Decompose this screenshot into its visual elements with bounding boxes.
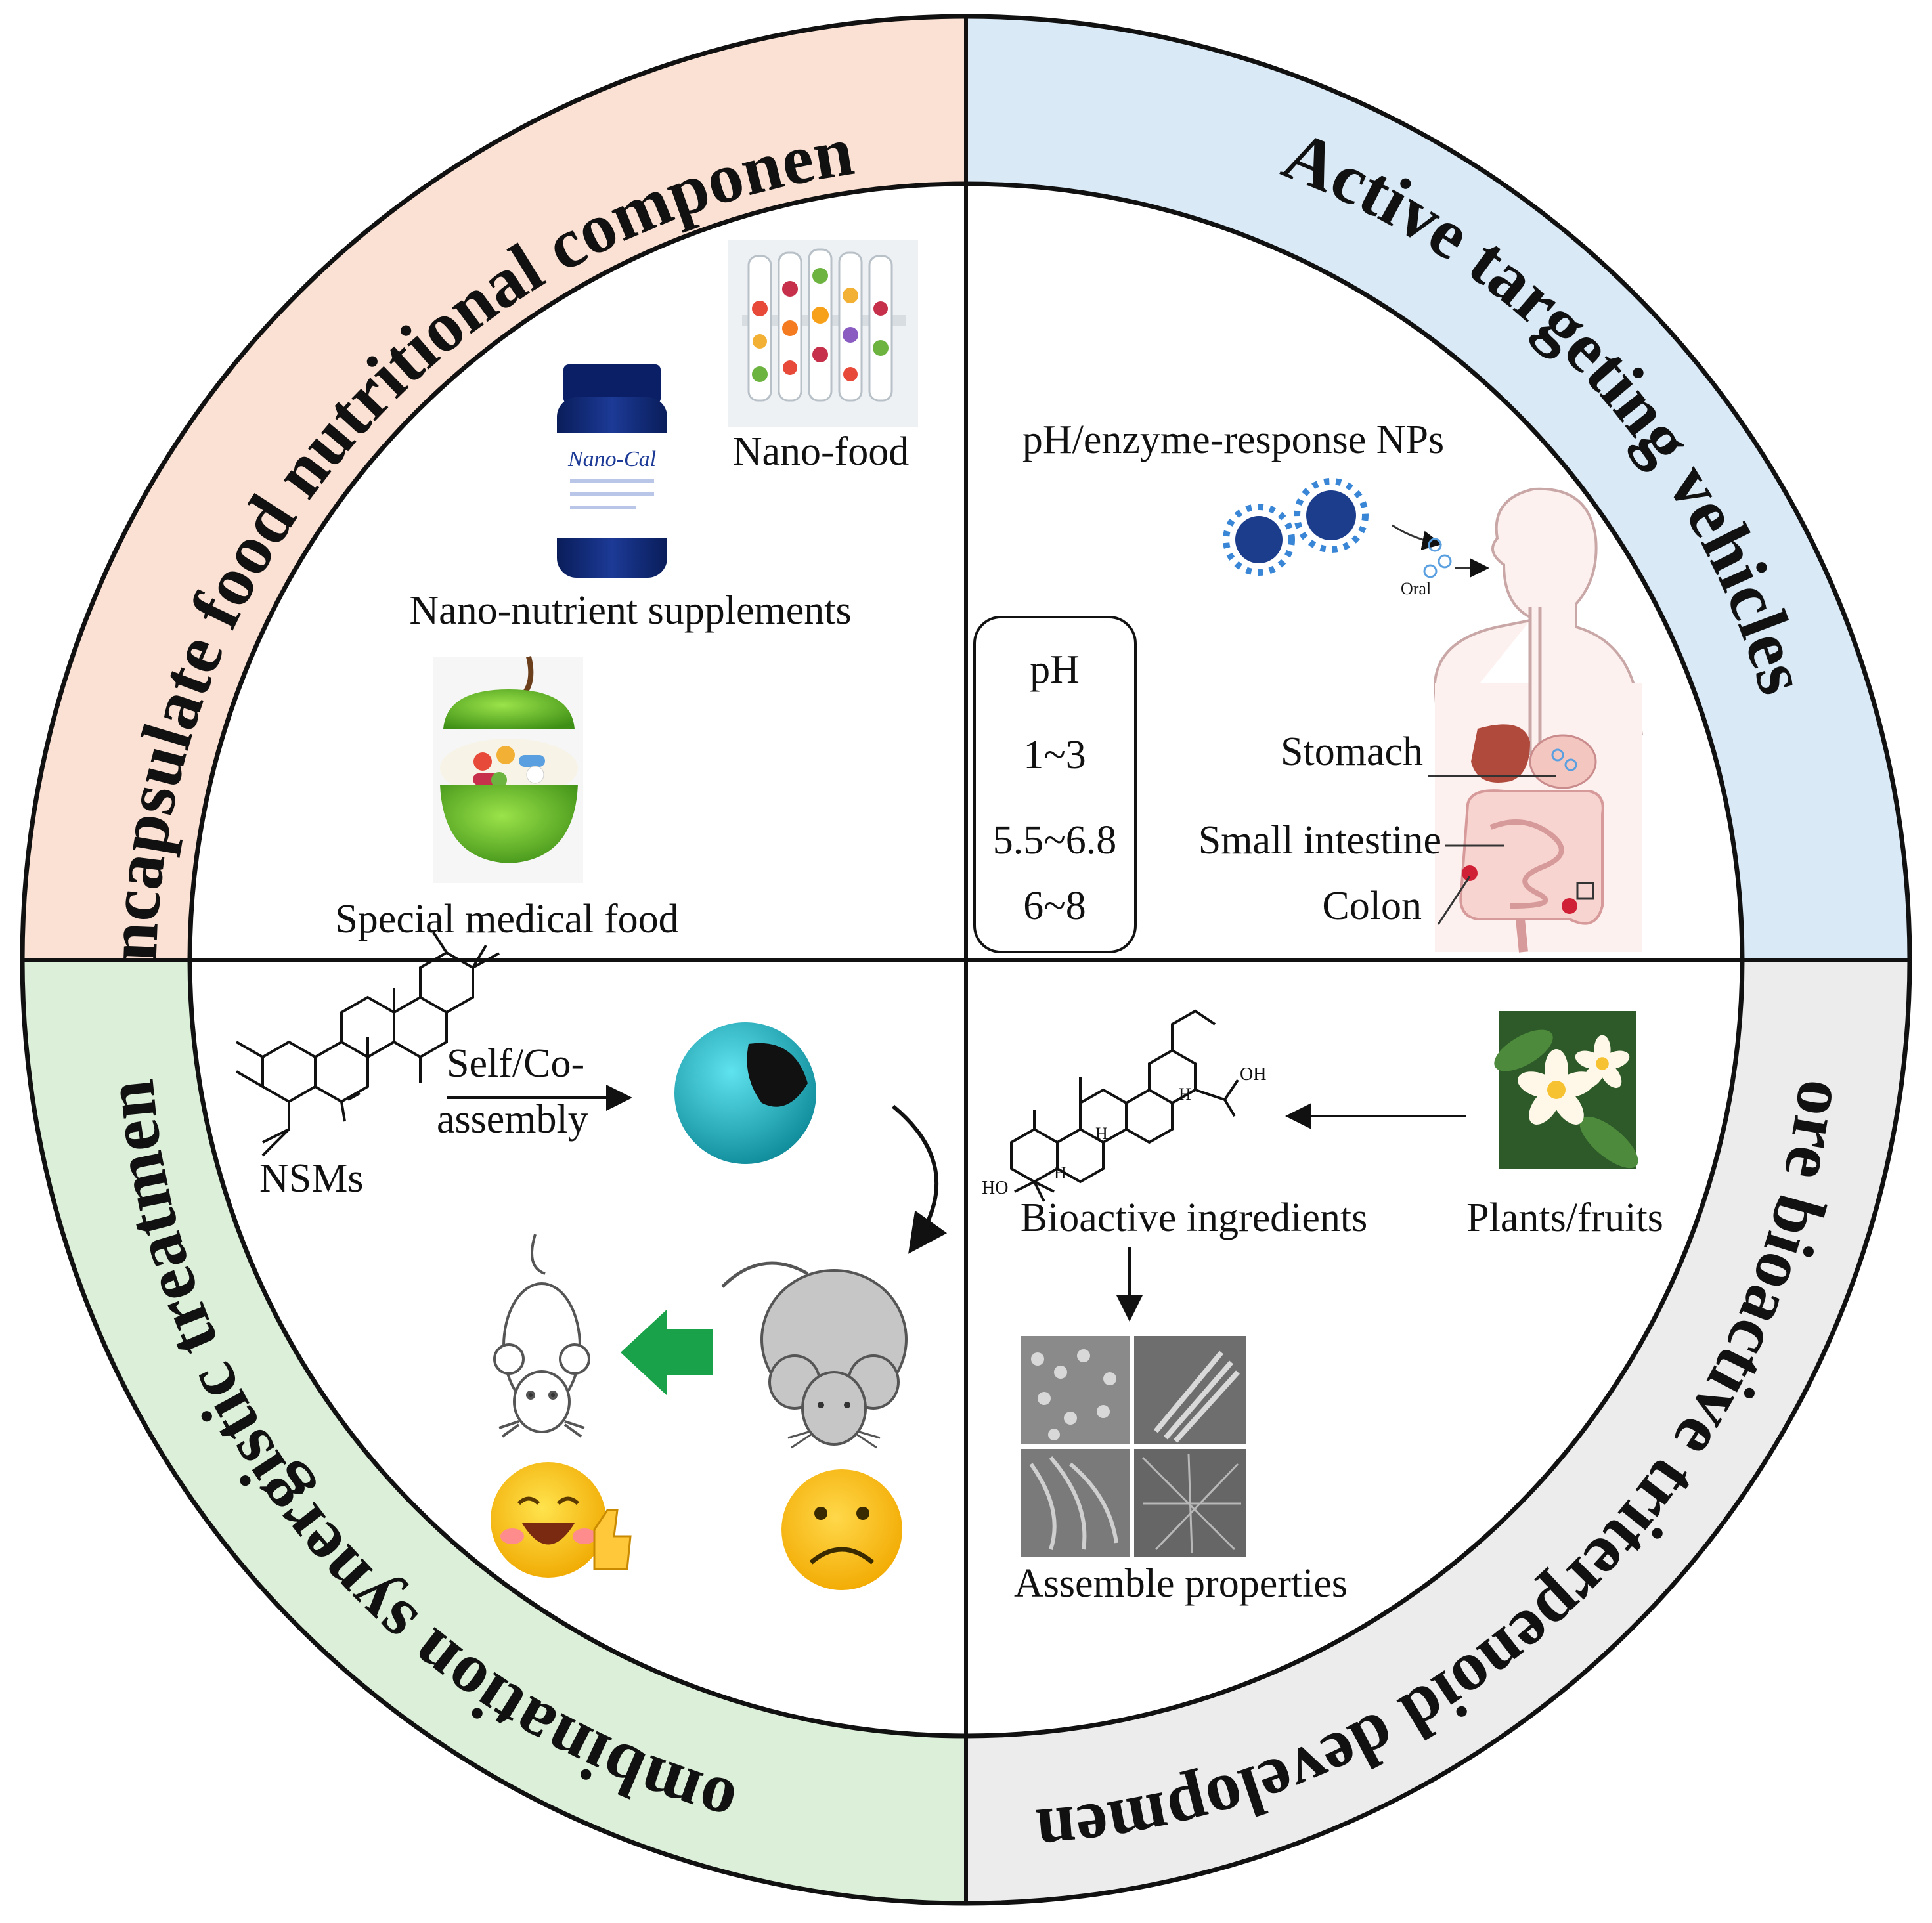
label-h-3: H [1054,1163,1066,1182]
nanoparticle-icon-2 [1294,478,1369,553]
special-medical-food-photo [433,656,583,883]
label-ho: HO [982,1178,1008,1198]
quadrant-triterpenoid: HO OH H H H [982,1009,1663,1606]
mouse-icon-healthy [493,1234,590,1438]
nano-food-photo [728,240,918,427]
label-assembly-2: assembly [437,1097,588,1142]
triterpenoid-structure-icon [236,931,500,1157]
nanoparticle-icon-1 [1223,504,1295,576]
label-oral: Oral [1401,579,1431,598]
ph-header: pH [1030,647,1080,692]
sad-emoji-icon [781,1469,902,1590]
label-h-2: H [1179,1085,1191,1104]
colon-pointer [1437,876,1471,925]
quadrant-food-nutrition: Nano-food Nano-Cal Nano-nutrient supplem… [335,240,918,941]
label-nsms: NSMs [259,1156,364,1201]
curved-arrow [892,1104,948,1254]
nanoparticle-sphere-icon [674,1022,816,1164]
label-assembly-1: Self/Co- [447,1041,584,1086]
quadrant-targeting: pH/enzyme-response NPs Oral [973,418,1643,953]
label-np: pH/enzyme-response NPs [1022,418,1444,462]
flower-photo [1494,1011,1638,1169]
label-nano-food: Nano-food [733,429,910,474]
happy-emoji-icon [491,1462,632,1578]
organ-label-stomach: Stomach [1281,729,1423,774]
label-special-medical: Special medical food [335,897,678,941]
label-cooh: OH [1240,1064,1266,1085]
mouse-icon-sick [721,1261,908,1449]
nano-supplement-bottle: Nano-Cal [557,364,667,578]
digestive-system-diagram [1433,487,1643,953]
nanoparticle-icons [1223,478,1489,578]
label-nano-nutrient: Nano-nutrient supplements [409,588,851,633]
ph-value-colon: 6~8 [1023,884,1086,928]
label-bioactive: Bioactive ingredients [1021,1196,1368,1240]
ph-range-box [973,616,1137,953]
sem-micrograph-grid [1021,1336,1246,1557]
green-arrow-icon [621,1310,713,1395]
triterpenoid-acid-structure-icon [1010,1009,1239,1202]
ph-value-stomach: 1~3 [1023,733,1086,777]
label-assemble: Assemble properties [1014,1561,1348,1606]
label-h-1: H [1095,1124,1108,1143]
organ-label-small-intestine: Small intestine [1198,818,1441,863]
organ-label-colon: Colon [1322,884,1422,928]
label-plants: Plants/fruits [1466,1196,1663,1240]
bottle-brand: Nano-Cal [567,447,656,471]
ph-value-small-intestine: 5.5~6.8 [993,818,1117,863]
quadrant-synergistic: NSMs Self/Co- assembly [236,931,948,1590]
